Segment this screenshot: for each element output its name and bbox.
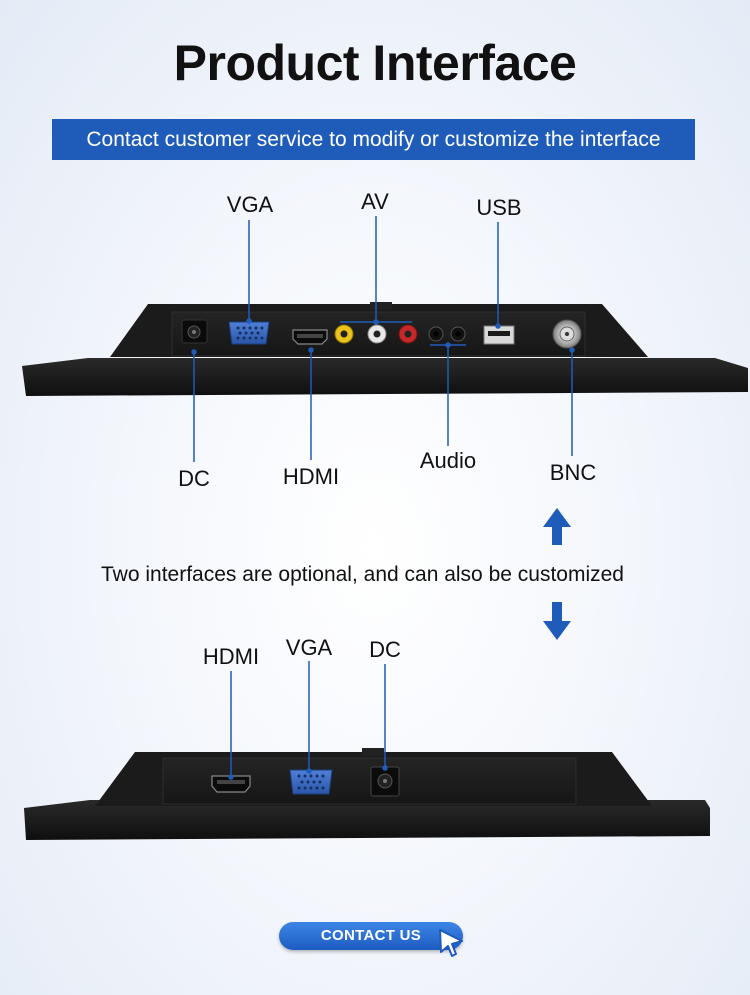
optional-interfaces-note: Two interfaces are optional, and can als…: [101, 563, 624, 586]
mouse-pointer-icon: [438, 928, 466, 958]
label-usb: USB: [476, 195, 522, 220]
bottom-callout-lines: [228, 661, 388, 780]
arrow-down-icon: [543, 602, 571, 640]
bottom-monitor: [24, 748, 710, 840]
label-audio: Audio: [419, 448, 477, 473]
label-vga: VGA: [226, 192, 274, 217]
top-monitor: [22, 302, 748, 396]
top-callout-lines: [191, 216, 575, 462]
page-title: Product Interface: [173, 35, 577, 91]
arrow-up-icon: [543, 508, 571, 545]
label-bottom-vga: VGA: [285, 635, 333, 660]
label-bottom-hdmi: HDMI: [202, 644, 260, 669]
label-bnc: BNC: [549, 460, 597, 485]
label-av: AV: [361, 189, 389, 214]
label-dc: DC: [178, 466, 210, 491]
customization-banner: Contact customer service to modify or cu…: [52, 119, 695, 160]
contact-us-button[interactable]: CONTACT US: [279, 922, 463, 950]
label-bottom-dc: DC: [369, 637, 401, 662]
label-hdmi: HDMI: [282, 464, 340, 489]
